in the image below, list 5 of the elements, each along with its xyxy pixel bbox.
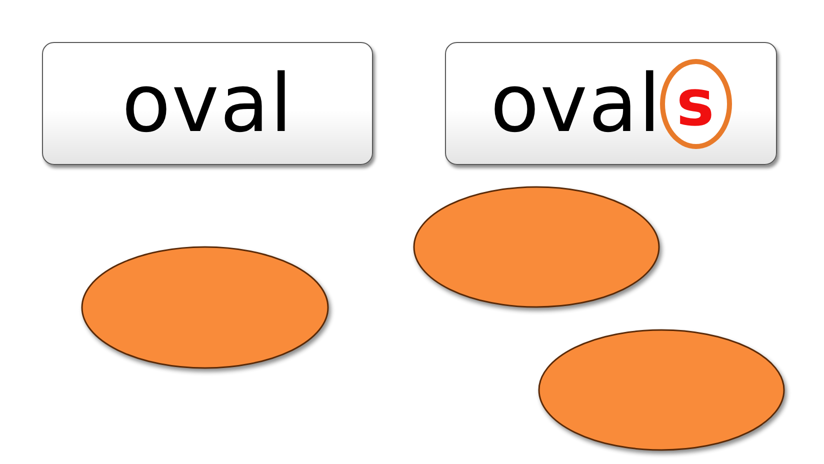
word-text: oval [490, 64, 662, 144]
letter-text: s [676, 72, 716, 136]
word-card [445, 42, 777, 165]
word-text: oval [122, 64, 294, 144]
word-card [42, 42, 373, 165]
